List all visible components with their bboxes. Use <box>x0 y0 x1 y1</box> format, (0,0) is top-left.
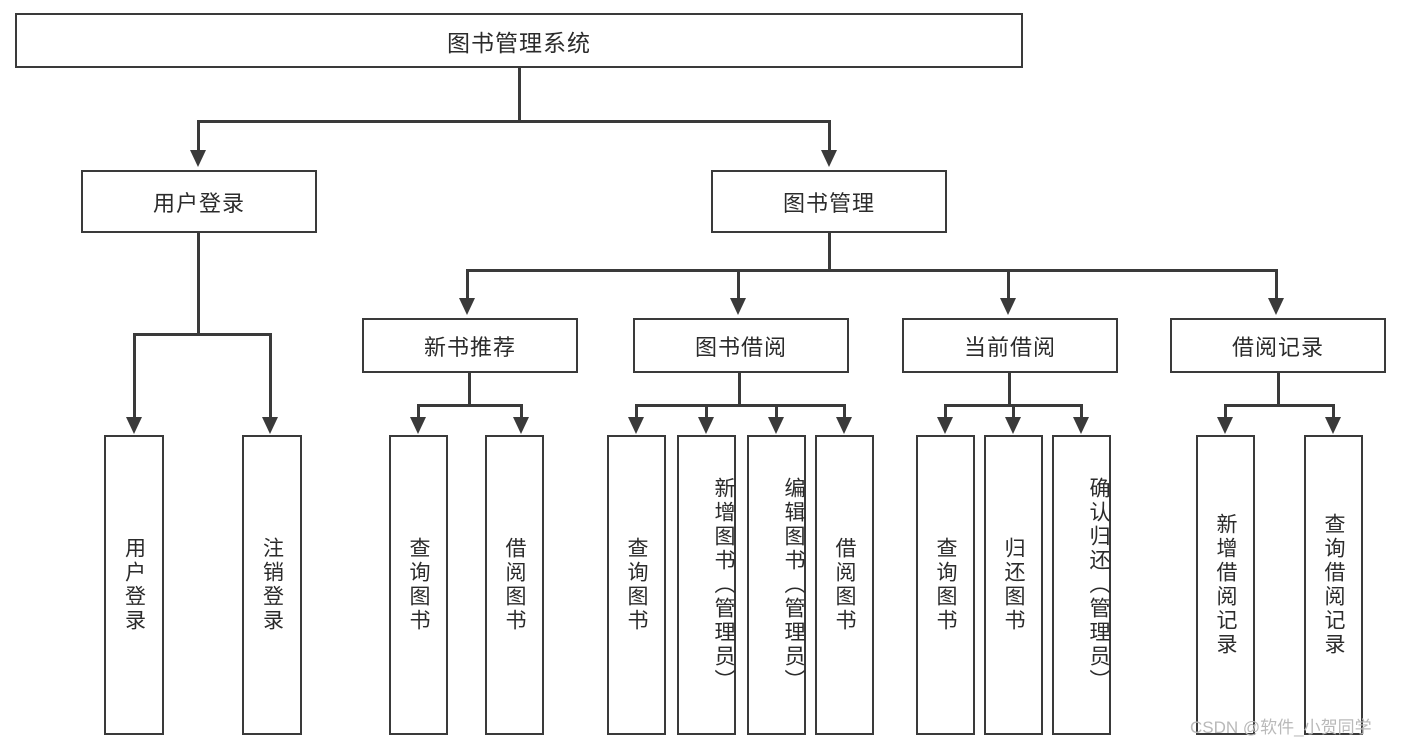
edge-current-borrow-stem <box>1008 373 1011 406</box>
edge-borrow-record-to-leaf-1 <box>1224 404 1227 418</box>
leaf-book-borrow-add-book-admin[interactable]: 新增图书（管理员） <box>677 435 736 735</box>
node-new-book-recommend[interactable]: 新书推荐 <box>362 318 578 373</box>
edge-book-borrow-bus <box>635 404 845 407</box>
edge-borrow-record-stem <box>1277 373 1280 406</box>
edge-book-borrow-to-leaf-4 <box>843 404 846 418</box>
arrowhead-book-borrow-leaf-2-icon <box>698 417 714 434</box>
leaf-book-borrow-edit-book-admin[interactable]: 编辑图书（管理员） <box>747 435 806 735</box>
node-current-borrow[interactable]: 当前借阅 <box>902 318 1118 373</box>
leaf-new-book-query-books[interactable]: 查询图书 <box>389 435 448 735</box>
leaf-borrow-record-query-record[interactable]: 查询借阅记录 <box>1304 435 1363 735</box>
edge-user-login-bus <box>133 333 272 336</box>
edge-root-bus <box>197 120 831 123</box>
arrowhead-bm-book-borrow-icon <box>730 298 746 315</box>
edge-book-management-bus <box>466 269 1278 272</box>
leaf-current-borrow-query-books[interactable]: 查询图书 <box>916 435 975 735</box>
arrowhead-bm-current-borrow-icon <box>1000 298 1016 315</box>
edge-bm-to-new-book <box>466 269 469 299</box>
leaf-user-login-logout[interactable]: 注销登录 <box>242 435 302 735</box>
arrowhead-book-borrow-leaf-1-icon <box>628 417 644 434</box>
edge-current-borrow-to-leaf-1 <box>944 404 947 418</box>
node-book-borrow[interactable]: 图书借阅 <box>633 318 849 373</box>
edge-root-to-book-management <box>828 120 831 150</box>
arrowhead-borrow-record-leaf-2-icon <box>1325 417 1341 434</box>
arrowhead-bm-borrow-record-icon <box>1268 298 1284 315</box>
edge-root-stem <box>518 68 521 122</box>
node-root-book-management-system[interactable]: 图书管理系统 <box>15 13 1023 68</box>
arrowhead-new-book-leaf-2-icon <box>513 417 529 434</box>
node-user-login[interactable]: 用户登录 <box>81 170 317 233</box>
arrowhead-current-borrow-leaf-1-icon <box>937 417 953 434</box>
arrowhead-user-login-leaf-1-icon <box>126 417 142 434</box>
arrowhead-root-to-book-management-icon <box>821 150 837 167</box>
arrowhead-root-to-user-login-icon <box>190 150 206 167</box>
edge-new-book-stem <box>468 373 471 406</box>
edge-user-login-to-leaf-1 <box>133 333 136 418</box>
edge-new-book-to-leaf-2 <box>520 404 523 418</box>
leaf-new-book-borrow-books[interactable]: 借阅图书 <box>485 435 544 735</box>
edge-current-borrow-to-leaf-3 <box>1080 404 1083 418</box>
csdn-watermark: CSDN @软件_小贺同学 <box>1190 718 1372 737</box>
arrowhead-borrow-record-leaf-1-icon <box>1217 417 1233 434</box>
edge-book-borrow-to-leaf-2 <box>705 404 708 418</box>
node-borrow-record[interactable]: 借阅记录 <box>1170 318 1386 373</box>
arrowhead-new-book-leaf-1-icon <box>410 417 426 434</box>
arrowhead-current-borrow-leaf-3-icon <box>1073 417 1089 434</box>
edge-new-book-bus <box>417 404 522 407</box>
leaf-current-borrow-confirm-return-admin[interactable]: 确认归还（管理员） <box>1052 435 1111 735</box>
leaf-book-borrow-query-books[interactable]: 查询图书 <box>607 435 666 735</box>
edge-current-borrow-to-leaf-2 <box>1012 404 1015 418</box>
edge-book-borrow-to-leaf-3 <box>775 404 778 418</box>
leaf-borrow-record-add-record[interactable]: 新增借阅记录 <box>1196 435 1255 735</box>
arrowhead-bm-new-book-icon <box>459 298 475 315</box>
edge-root-to-user-login <box>197 120 200 150</box>
edge-user-login-to-leaf-2 <box>269 333 272 418</box>
leaf-book-borrow-borrow-books[interactable]: 借阅图书 <box>815 435 874 735</box>
edge-bm-to-book-borrow <box>737 269 740 299</box>
arrowhead-current-borrow-leaf-2-icon <box>1005 417 1021 434</box>
leaf-user-login-login[interactable]: 用户登录 <box>104 435 164 735</box>
edge-borrow-record-to-leaf-2 <box>1332 404 1335 418</box>
edge-user-login-stem <box>197 233 200 335</box>
arrowhead-user-login-leaf-2-icon <box>262 417 278 434</box>
arrowhead-book-borrow-leaf-3-icon <box>768 417 784 434</box>
node-book-management[interactable]: 图书管理 <box>711 170 947 233</box>
edge-borrow-record-bus <box>1224 404 1334 407</box>
edge-new-book-to-leaf-1 <box>417 404 420 418</box>
leaf-current-borrow-return-books[interactable]: 归还图书 <box>984 435 1043 735</box>
edge-bm-to-current-borrow <box>1007 269 1010 299</box>
edge-bm-to-borrow-record <box>1275 269 1278 299</box>
edge-book-borrow-to-leaf-1 <box>635 404 638 418</box>
edge-book-borrow-stem <box>738 373 741 406</box>
arrowhead-book-borrow-leaf-4-icon <box>836 417 852 434</box>
edge-book-management-stem <box>828 233 831 271</box>
